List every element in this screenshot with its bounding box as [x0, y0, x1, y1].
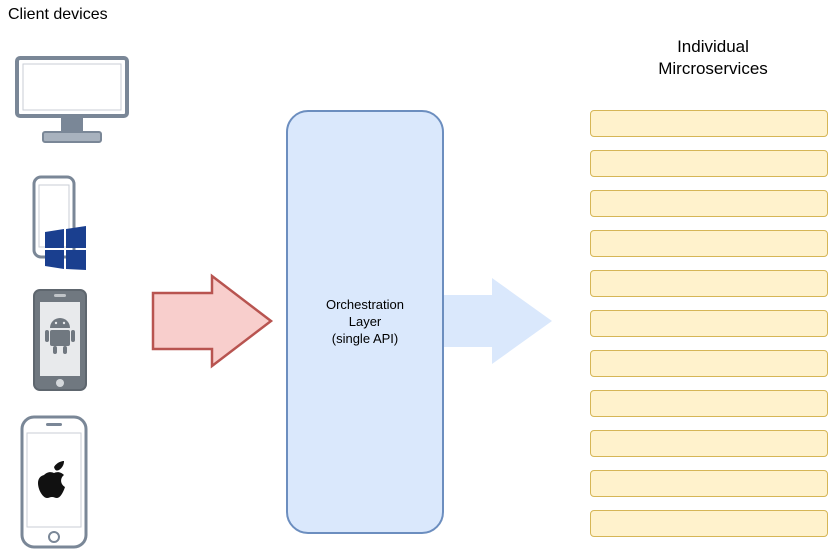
orchestration-label-line-3: (single API) [331, 331, 399, 346]
microservice-bar [590, 470, 828, 497]
microservice-bar [590, 350, 828, 377]
microservices-title: Individual Mircroservices [600, 36, 826, 80]
microservice-bar [590, 150, 828, 177]
microservice-bar [590, 230, 828, 257]
microservice-bar [590, 190, 828, 217]
microservice-bar [590, 270, 828, 297]
microservice-bar [590, 510, 828, 537]
apple-logo-icon [38, 461, 65, 498]
orchestration-layer-box [286, 110, 444, 534]
orchestration-label-line-2: Layer [348, 314, 382, 329]
android-phone-icon [32, 288, 88, 397]
android-robot-icon [45, 318, 75, 354]
microservices-list [590, 110, 828, 550]
microservice-bar [590, 310, 828, 337]
microservice-bar [590, 390, 828, 417]
orchestration-label-line-1: Orchestration [325, 297, 405, 312]
orchestration-to-services-arrow [444, 275, 556, 372]
windows-logo-icon [45, 226, 86, 270]
microservices-title-line-2: Mircroservices [658, 59, 768, 78]
microservice-bar [590, 110, 828, 137]
windows-phone-icon [32, 175, 90, 275]
iphone-icon [20, 415, 90, 556]
orchestration-layer-label: Orchestration Layer (single API) [286, 296, 444, 347]
desktop-monitor-icon [15, 56, 133, 151]
client-to-orchestration-arrow [150, 273, 276, 374]
microservice-bar [590, 430, 828, 457]
microservices-title-line-1: Individual [677, 37, 749, 56]
client-devices-title: Client devices [8, 6, 108, 23]
